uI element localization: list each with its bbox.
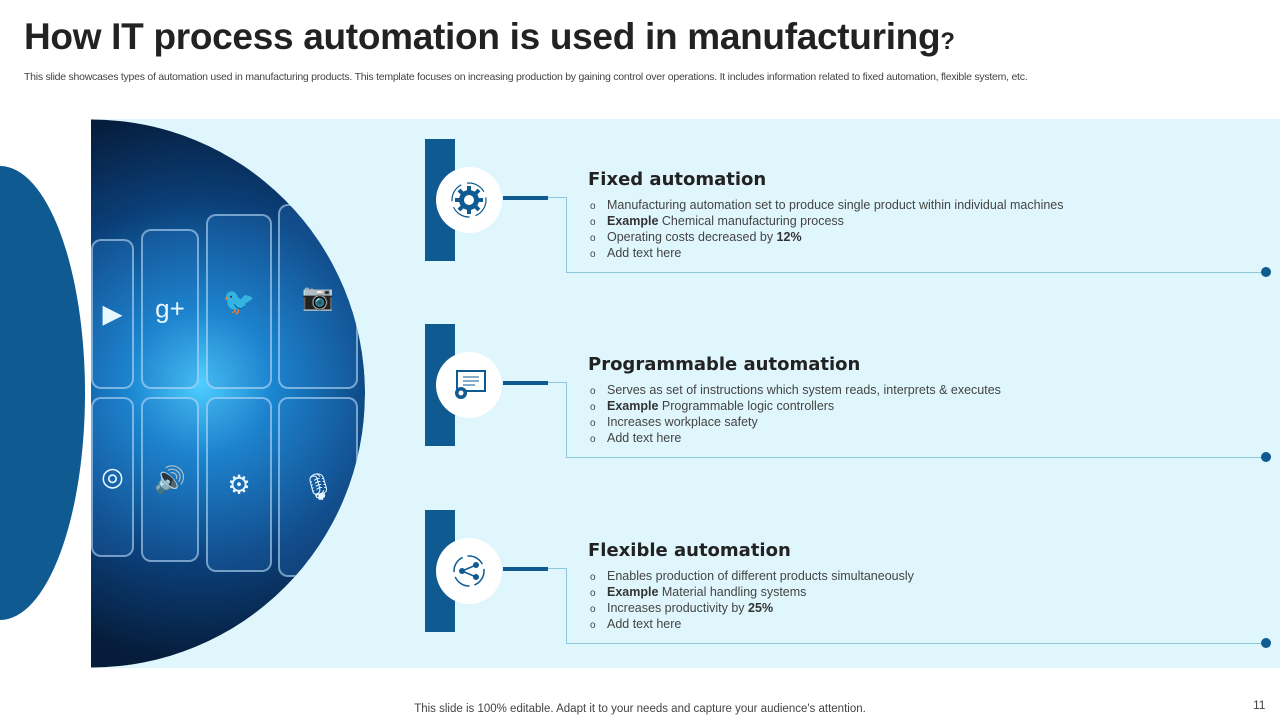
youtube-icon: ▶ — [102, 298, 123, 329]
google-plus-tile: g+ — [141, 229, 199, 389]
twitter-tile: 🐦 — [206, 214, 272, 389]
page-subtitle: This slide showcases types of automation… — [24, 71, 1028, 83]
speaker-icon: 🔊 — [153, 464, 187, 494]
page-title: How IT process automation is used in man… — [24, 16, 1254, 58]
divider-dot — [1261, 267, 1271, 277]
contact-icon: ◎ — [101, 461, 124, 492]
automation-section: Programmable automation Serves as set of… — [420, 324, 1280, 464]
divider-line — [566, 457, 1266, 458]
bullet-item: Increases workplace safety — [590, 414, 1250, 430]
bullet-item: Increases productivity by 25% — [590, 600, 1250, 616]
bullet-item: Example Chemical manufacturing process — [590, 213, 1250, 229]
bullet-list: Manufacturing automation set to produce … — [590, 197, 1250, 261]
bullet-item: Example Programmable logic controllers — [590, 398, 1250, 414]
automation-section: Flexible automation Enables production o… — [420, 510, 1280, 650]
bullet-list: Enables production of different products… — [590, 568, 1250, 632]
monitor-gear-icon — [436, 352, 502, 418]
speaker-tile: 🔊 — [141, 397, 199, 562]
bullet-item: Manufacturing automation set to produce … — [590, 197, 1250, 213]
network-cycle-icon — [436, 538, 502, 604]
bullet-list: Serves as set of instructions which syst… — [590, 382, 1250, 446]
bullet-highlight: 25% — [748, 601, 774, 615]
bullet-text: Chemical manufacturing process — [658, 214, 844, 228]
footer-note: This slide is 100% editable. Adapt it to… — [414, 703, 866, 715]
bullet-text: Add text here — [607, 617, 682, 631]
bullet-text: Increases workplace safety — [607, 415, 758, 429]
bullet-item: Operating costs decreased by 12% — [590, 229, 1250, 245]
connector-line — [503, 381, 548, 385]
divider-line — [566, 643, 1266, 644]
bullet-bold: Example — [607, 214, 659, 228]
bullet-item: Enables production of different products… — [590, 568, 1250, 584]
section-title: Fixed automation — [588, 169, 767, 190]
title-mark: ? — [940, 28, 955, 55]
bullet-text: Operating costs decreased by — [607, 230, 777, 244]
bullet-text: Serves as set of instructions which syst… — [607, 383, 1001, 397]
microphone-icon: 🎙 — [301, 471, 335, 502]
bullet-highlight: 12% — [776, 230, 802, 244]
bullet-item: Add text here — [590, 616, 1250, 632]
section-title: Flexible automation — [588, 540, 791, 561]
divider-dot — [1261, 452, 1271, 462]
connector-line — [503, 196, 548, 200]
automation-section: Fixed automation Manufacturing automatio… — [420, 139, 1280, 279]
contact-tile: ◎ — [91, 397, 134, 557]
bullet-text: Enables production of different products… — [607, 569, 914, 583]
bullet-text: Increases productivity by — [607, 601, 749, 615]
bullet-item: Example Material handling systems — [590, 584, 1250, 600]
title-text: How IT process automation is used in man… — [24, 16, 941, 57]
twitter-icon: 🐦 — [222, 286, 256, 316]
gear-icon: ⚙ — [227, 469, 251, 499]
divider-dot — [1261, 638, 1271, 648]
bullet-text: Material handling systems — [658, 585, 807, 599]
divider-line — [566, 272, 1266, 273]
divider-line — [548, 197, 566, 198]
page-number: 11 — [1253, 698, 1266, 712]
section-title: Programmable automation — [588, 354, 861, 375]
divider-line — [566, 197, 567, 272]
bullet-bold: Example — [607, 399, 659, 413]
gear-settings-icon — [436, 167, 502, 233]
camera-icon: 📷 — [301, 281, 335, 311]
bullet-text: Manufacturing automation set to produce … — [607, 198, 1064, 212]
decorative-half-circle — [0, 166, 85, 620]
bullet-text: Add text here — [607, 246, 682, 260]
google-plus-icon: g+ — [155, 293, 185, 324]
youtube-tile: ▶ — [91, 239, 134, 389]
connector-line — [503, 567, 548, 571]
bullet-item: Add text here — [590, 430, 1250, 446]
bullet-bold: Example — [607, 585, 659, 599]
gear-tile: ⚙ — [206, 397, 272, 572]
divider-line — [548, 568, 566, 569]
divider-line — [566, 568, 567, 643]
bullet-item: Add text here — [590, 245, 1250, 261]
divider-line — [566, 382, 567, 457]
bullet-text: Programmable logic controllers — [658, 399, 835, 413]
divider-line — [548, 382, 566, 383]
bullet-item: Serves as set of instructions which syst… — [590, 382, 1250, 398]
bullet-text: Add text here — [607, 431, 682, 445]
